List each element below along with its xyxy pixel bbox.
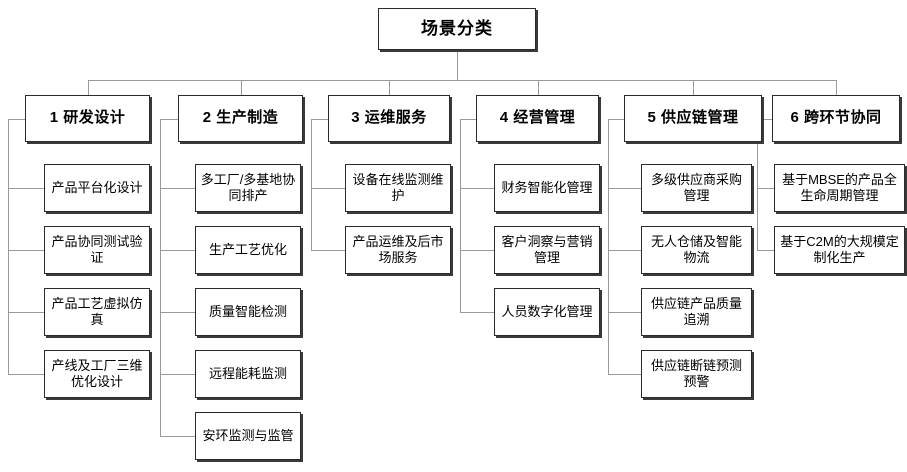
leaf-stub-connector-2-3 — [160, 312, 195, 313]
leaf-node-label: 生产工艺优化 — [208, 241, 287, 257]
category-node-5[interactable]: 5 供应链管理 — [624, 95, 762, 142]
leaf-stub-connector-6-1 — [757, 188, 774, 189]
leaf-stub-connector-2-4 — [160, 374, 195, 375]
leaf-stub-connector-5-1 — [608, 188, 641, 189]
category-node-2[interactable]: 2 生产制造 — [178, 95, 303, 142]
leaf-stub-connector-1-1 — [8, 188, 44, 189]
leaf-node-label: 产品平台化设计 — [51, 179, 143, 195]
root-node-label: 场景分类 — [421, 19, 493, 39]
leaf-node-label: 产品工艺虚拟仿真 — [51, 295, 143, 327]
leaf-stub-connector-5-2 — [608, 250, 641, 251]
category-elbow-connector-1 — [8, 119, 25, 120]
category-node-label: 5 供应链管理 — [647, 109, 739, 127]
leaf-node-2-3[interactable]: 质量智能检测 — [195, 288, 301, 336]
leaf-stub-connector-3-2 — [311, 250, 345, 251]
leaf-node-5-1[interactable]: 多级供应商采购管理 — [641, 164, 752, 212]
leaf-node-3-2[interactable]: 产品运维及后市场服务 — [345, 226, 451, 274]
leaf-node-6-1[interactable]: 基于MBSE的产品全生命周期管理 — [774, 164, 905, 212]
category-node-3[interactable]: 3 运维服务 — [328, 95, 450, 142]
leaf-node-label: 财务智能化管理 — [501, 179, 593, 195]
leaf-node-1-4[interactable]: 产线及工厂三维优化设计 — [44, 350, 150, 398]
leaf-node-1-1[interactable]: 产品平台化设计 — [44, 164, 150, 212]
category-node-4[interactable]: 4 经营管理 — [476, 95, 599, 142]
leaf-stub-connector-4-2 — [460, 250, 494, 251]
root-stem-connector — [457, 50, 458, 80]
leaf-node-3-1[interactable]: 设备在线监测维护 — [345, 164, 451, 212]
leaf-node-5-2[interactable]: 无人仓储及智能物流 — [641, 226, 752, 274]
leaf-node-4-2[interactable]: 客户洞察与营销管理 — [494, 226, 600, 274]
leaf-node-label: 供应链产品质量追溯 — [650, 295, 742, 327]
leaf-node-label: 产品协同测试验证 — [51, 233, 143, 265]
category-drop-connector-4 — [537, 80, 539, 95]
leaf-node-label: 设备在线监测维护 — [352, 171, 444, 203]
category-trunk-connector-1 — [8, 119, 9, 374]
leaf-node-2-1[interactable]: 多工厂/多基地协同排产 — [195, 164, 301, 212]
leaf-stub-connector-2-2 — [160, 250, 195, 251]
category-node-label: 3 运维服务 — [351, 109, 427, 127]
leaf-node-label: 人员数字化管理 — [501, 303, 593, 319]
category-node-1[interactable]: 1 研发设计 — [25, 95, 150, 142]
category-elbow-connector-6 — [757, 119, 772, 120]
leaf-node-label: 供应链断链预测预警 — [650, 357, 742, 389]
leaf-node-4-3[interactable]: 人员数字化管理 — [494, 288, 600, 336]
leaf-stub-connector-5-3 — [608, 312, 641, 313]
category-drop-connector-1 — [87, 80, 89, 95]
category-drop-connector-5 — [693, 80, 694, 95]
category-trunk-connector-2 — [160, 119, 161, 436]
leaf-node-label: 客户洞察与营销管理 — [501, 233, 593, 265]
leaf-node-label: 质量智能检测 — [208, 303, 287, 319]
leaf-node-2-5[interactable]: 安环监测与监管 — [195, 412, 301, 460]
category-node-label: 6 跨环节协同 — [790, 109, 882, 127]
category-trunk-connector-6 — [757, 119, 758, 250]
leaf-node-label: 多工厂/多基地协同排产 — [200, 171, 296, 203]
leaf-node-6-2[interactable]: 基于C2M的大规模定制化生产 — [774, 226, 905, 274]
category-node-label: 1 研发设计 — [49, 109, 126, 127]
category-elbow-connector-4 — [460, 119, 476, 120]
leaf-node-label: 多级供应商采购管理 — [650, 171, 742, 203]
leaf-node-1-3[interactable]: 产品工艺虚拟仿真 — [44, 288, 150, 336]
leaf-node-2-4[interactable]: 远程能耗监测 — [195, 350, 301, 398]
category-drop-connector-3 — [389, 80, 390, 95]
leaf-stub-connector-5-4 — [608, 374, 641, 375]
leaf-stub-connector-1-3 — [8, 312, 44, 313]
leaf-stub-connector-4-3 — [460, 312, 494, 313]
leaf-node-label: 产线及工厂三维优化设计 — [51, 357, 143, 389]
category-trunk-connector-3 — [311, 119, 312, 250]
leaf-stub-connector-2-1 — [160, 188, 195, 189]
category-elbow-connector-3 — [311, 119, 328, 120]
category-elbow-connector-5 — [608, 119, 624, 120]
leaf-node-label: 产品运维及后市场服务 — [352, 233, 444, 265]
leaf-stub-connector-3-1 — [311, 188, 345, 189]
leaf-node-label: 基于MBSE的产品全生命周期管理 — [782, 171, 897, 203]
leaf-stub-connector-4-1 — [460, 188, 494, 189]
leaf-stub-connector-6-2 — [757, 250, 774, 251]
leaf-node-label: 远程能耗监测 — [208, 365, 287, 381]
category-trunk-connector-5 — [608, 119, 609, 374]
category-node-label: 2 生产制造 — [202, 109, 279, 127]
leaf-node-4-1[interactable]: 财务智能化管理 — [494, 164, 600, 212]
leaf-node-label: 基于C2M的大规模定制化生产 — [780, 233, 899, 265]
category-drop-connector-2 — [240, 80, 242, 95]
category-elbow-connector-2 — [160, 119, 178, 120]
root-node[interactable]: 场景分类 — [378, 8, 536, 50]
leaf-node-5-4[interactable]: 供应链断链预测预警 — [641, 350, 752, 398]
leaf-stub-connector-1-2 — [8, 250, 44, 251]
root-bus-connector — [87, 80, 836, 81]
leaf-node-label: 无人仓储及智能物流 — [650, 233, 742, 265]
leaf-node-1-2[interactable]: 产品协同测试验证 — [44, 226, 150, 274]
category-node-label: 4 经营管理 — [499, 109, 576, 127]
category-trunk-connector-4 — [460, 119, 461, 312]
leaf-node-2-2[interactable]: 生产工艺优化 — [195, 226, 301, 274]
leaf-stub-connector-1-4 — [8, 374, 44, 375]
leaf-node-label: 安环监测与监管 — [202, 427, 294, 443]
category-node-6[interactable]: 6 跨环节协同 — [772, 95, 900, 142]
leaf-node-5-3[interactable]: 供应链产品质量追溯 — [641, 288, 752, 336]
leaf-stub-connector-2-5 — [160, 436, 195, 437]
category-drop-connector-6 — [836, 80, 837, 95]
